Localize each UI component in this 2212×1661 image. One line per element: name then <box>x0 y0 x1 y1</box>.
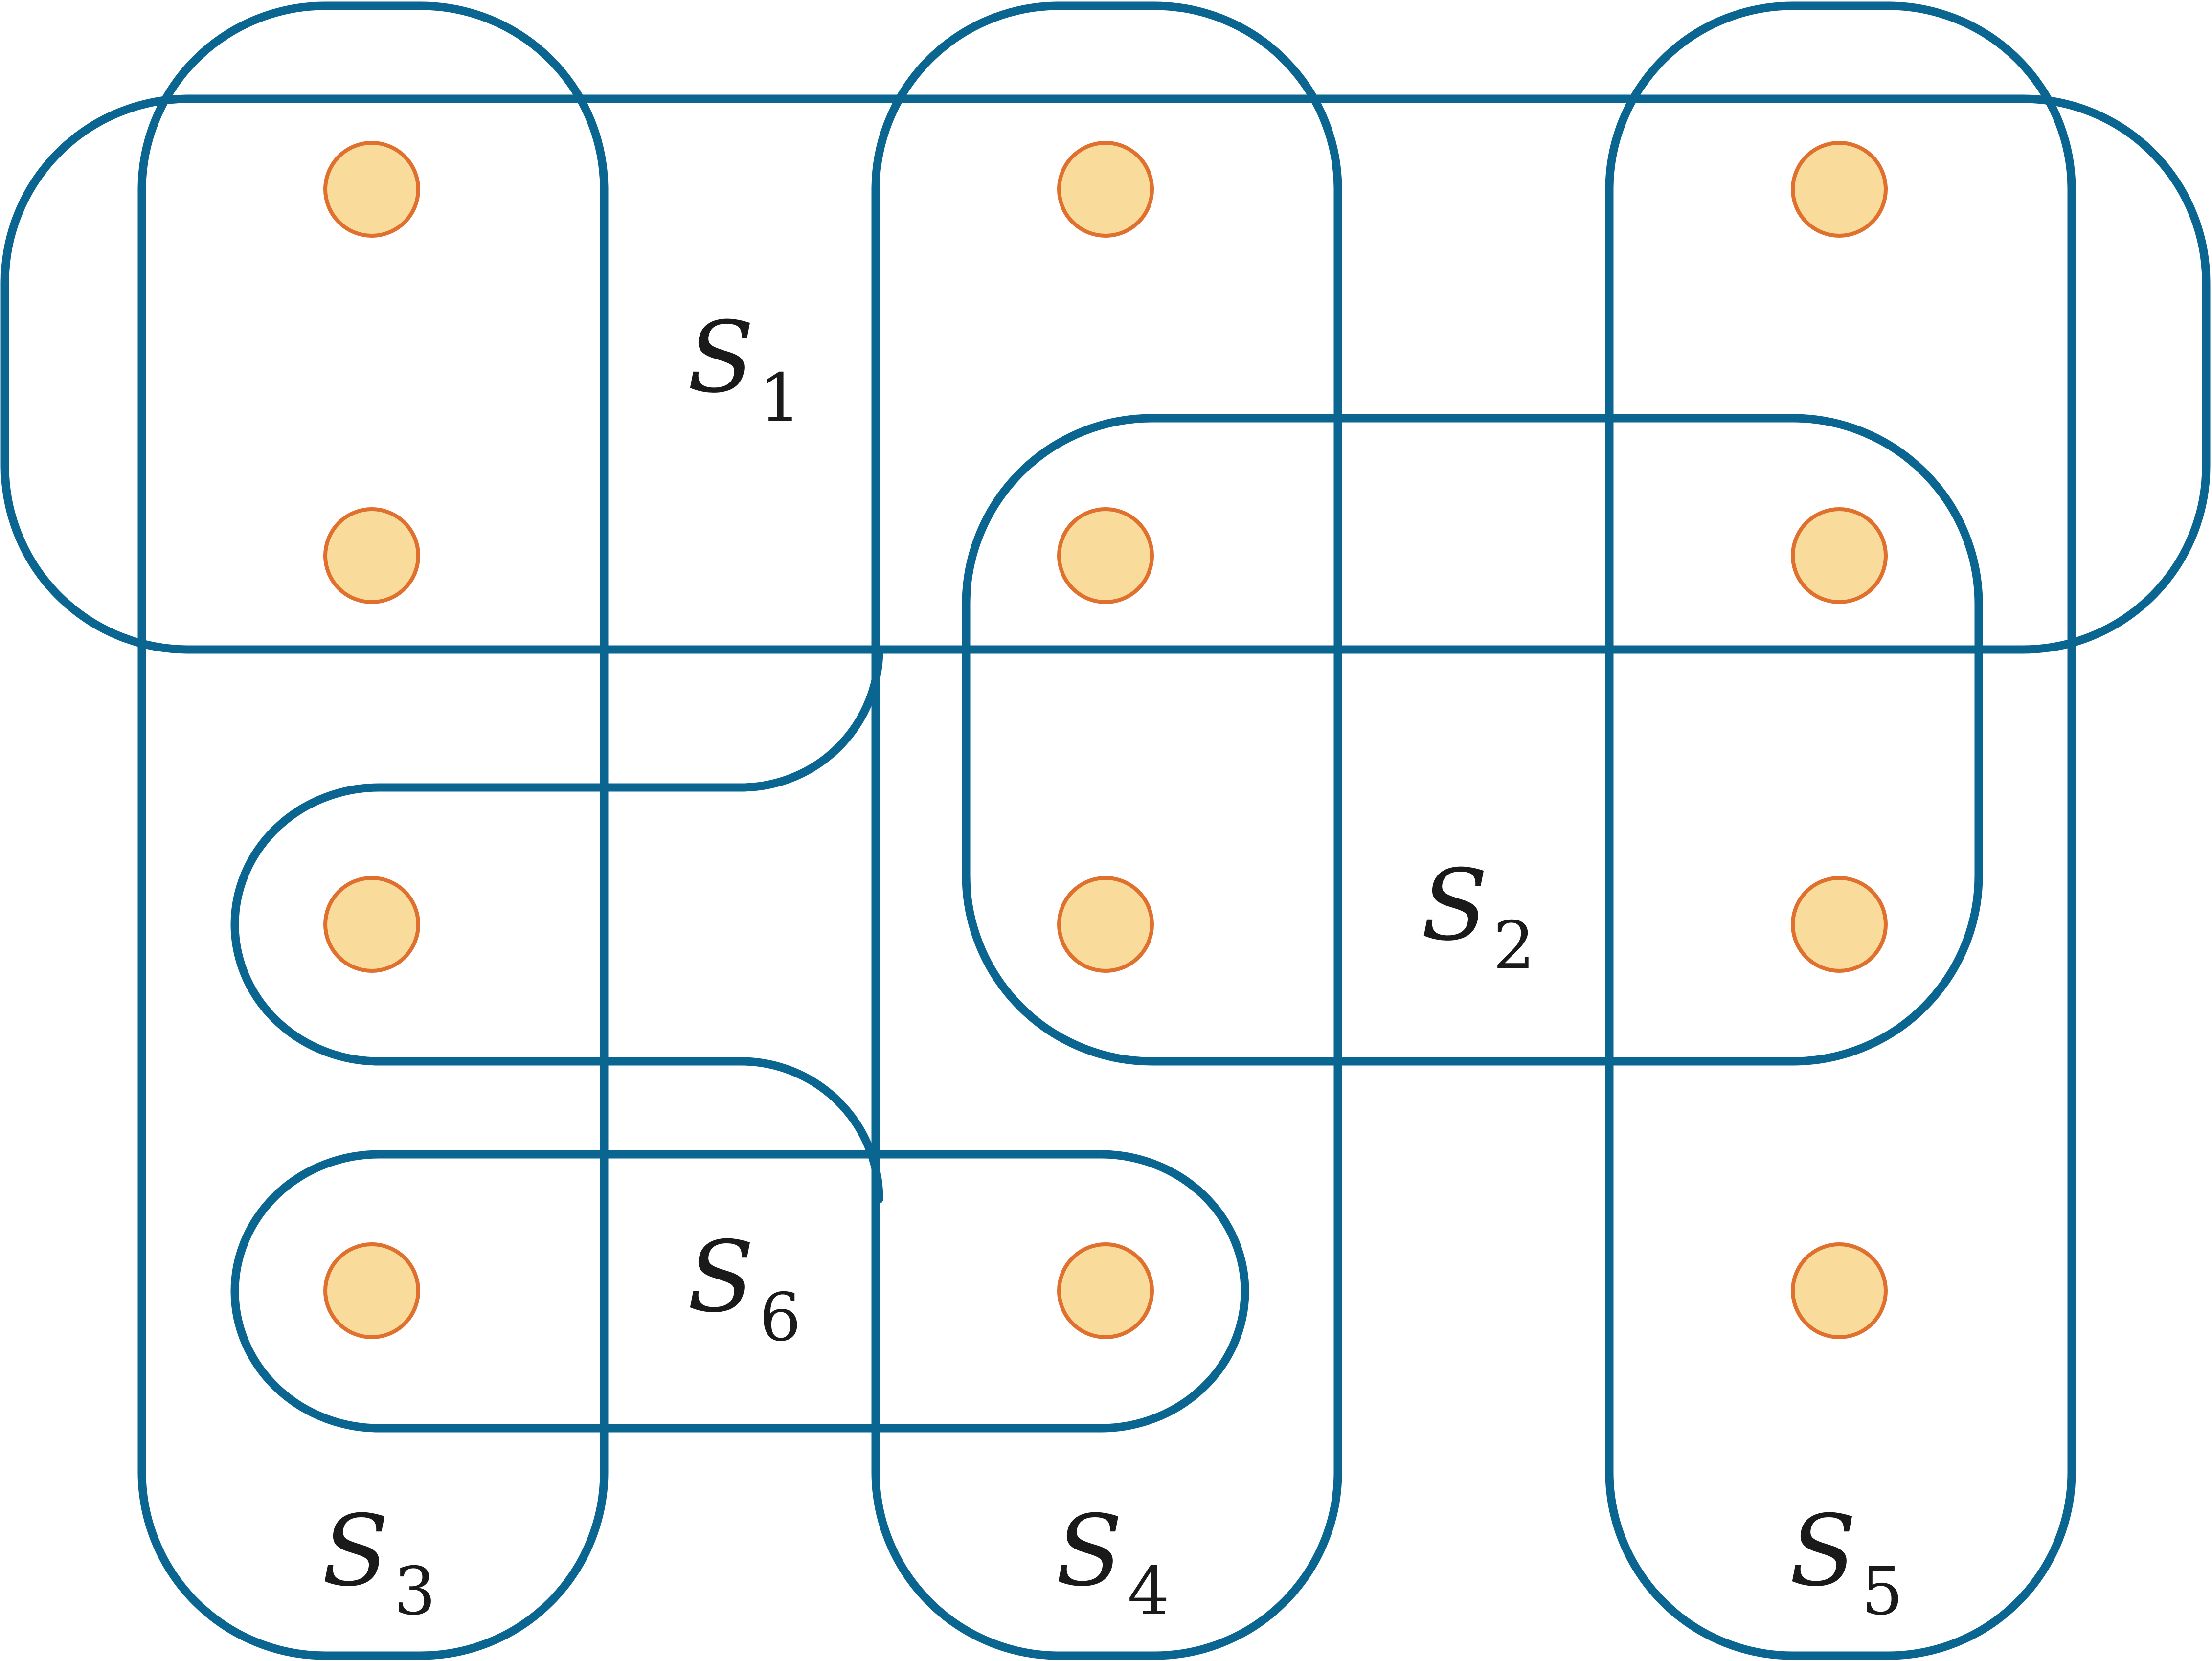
element-node <box>323 141 420 238</box>
set-s5-outline <box>1605 1 2076 1660</box>
set-s1-index: 1 <box>759 359 801 436</box>
element-node <box>1791 1242 1888 1339</box>
set-s1-outline <box>0 94 2211 654</box>
set-s3-index: 3 <box>394 1553 436 1630</box>
set-s2-index: 2 <box>1493 907 1535 984</box>
set-s3-letter: S <box>322 1494 389 1608</box>
set-s1-letter: S <box>687 301 754 415</box>
set-s5-letter: S <box>1789 1494 1856 1608</box>
set-s5-index: 5 <box>1861 1553 1903 1630</box>
set-s2-outline <box>962 414 1983 1066</box>
element-node <box>1057 141 1154 238</box>
set-s6-outline <box>230 649 883 1204</box>
set-s2-label: S2 <box>1421 849 1535 984</box>
set-s5-label: S5 <box>1789 1494 1903 1630</box>
set-s4-letter: S <box>1056 1494 1123 1608</box>
set-s1-label: S1 <box>687 301 801 436</box>
set-s4-index: 4 <box>1128 1553 1170 1630</box>
element-node <box>323 876 420 973</box>
set-s4-label: S4 <box>1056 1494 1170 1630</box>
element-node <box>1791 876 1888 973</box>
element-node <box>323 507 420 604</box>
element-node <box>1057 1242 1154 1339</box>
set-s4-outline <box>871 1 1342 1660</box>
set-s3-outline <box>137 1 609 1660</box>
element-node <box>1791 141 1888 238</box>
element-node <box>323 1242 420 1339</box>
set-s6-index: 6 <box>759 1279 801 1356</box>
set-s3-label: S3 <box>322 1494 436 1630</box>
element-node <box>1791 507 1888 604</box>
set-s6-letter: S <box>687 1220 754 1334</box>
set-s6-label: S6 <box>687 1220 801 1356</box>
element-node <box>1057 876 1154 973</box>
element-node <box>1057 507 1154 604</box>
set-s6-bottom-outline <box>230 1150 1249 1433</box>
element-nodes <box>323 141 1888 1339</box>
set-s2-letter: S <box>1421 849 1488 963</box>
set-labels: S1 S2 S3 S4 S5 S6 <box>322 301 1903 1630</box>
